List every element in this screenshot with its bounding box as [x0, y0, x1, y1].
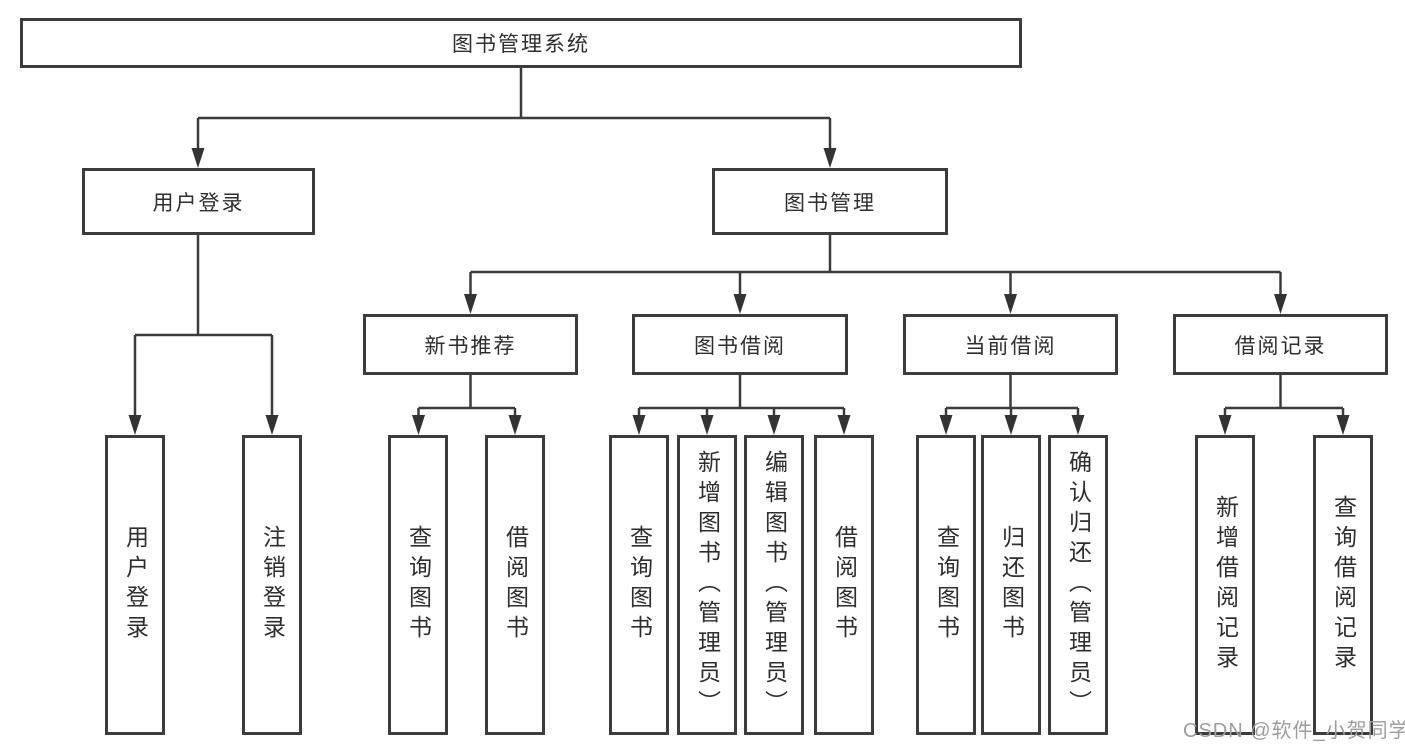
leaf-query-books-2: 查询图书 — [609, 435, 669, 735]
node-current-borrow: 当前借阅 — [903, 314, 1118, 375]
node-current-borrow-label: 当前借阅 — [964, 334, 1057, 358]
leaf-add-borrow-record: 新增借阅记录 — [1195, 435, 1255, 735]
node-book-management: 图书管理 — [712, 168, 948, 235]
leaf-query-borrow-record: 查询借阅记录 — [1313, 435, 1373, 735]
node-root-label: 图书管理系统 — [452, 33, 590, 56]
leaf-return-books: 归还图书 — [981, 435, 1041, 735]
leaf-query-books-1: 查询图书 — [388, 435, 448, 735]
node-new-book-recommend-label: 新书推荐 — [424, 334, 517, 358]
leaf-user-login: 用户登录 — [105, 435, 165, 735]
leaf-logout: 注销登录 — [242, 435, 302, 735]
node-book-borrow: 图书借阅 — [632, 314, 848, 375]
leaf-borrow-books-1: 借阅图书 — [485, 435, 545, 735]
node-borrow-records: 借阅记录 — [1173, 314, 1388, 375]
node-new-book-recommend: 新书推荐 — [363, 314, 578, 375]
node-borrow-records-label: 借阅记录 — [1234, 334, 1327, 358]
leaf-edit-books-admin: 编辑图书（管理员） — [744, 435, 804, 735]
leaf-borrow-books-2: 借阅图书 — [814, 435, 874, 735]
node-user-login-label: 用户登录 — [152, 191, 245, 215]
watermark: CSDN @软件_小贺同学 — [1183, 720, 1405, 742]
node-user-login: 用户登录 — [82, 168, 315, 235]
leaf-query-books-3: 查询图书 — [916, 435, 976, 735]
node-root: 图书管理系统 — [20, 18, 1022, 68]
node-book-borrow-label: 图书借阅 — [694, 334, 786, 358]
leaf-add-books-admin: 新增图书（管理员） — [677, 435, 737, 735]
leaf-confirm-return-admin: 确认归还（管理员） — [1048, 435, 1108, 735]
node-book-management-label: 图书管理 — [784, 191, 876, 215]
